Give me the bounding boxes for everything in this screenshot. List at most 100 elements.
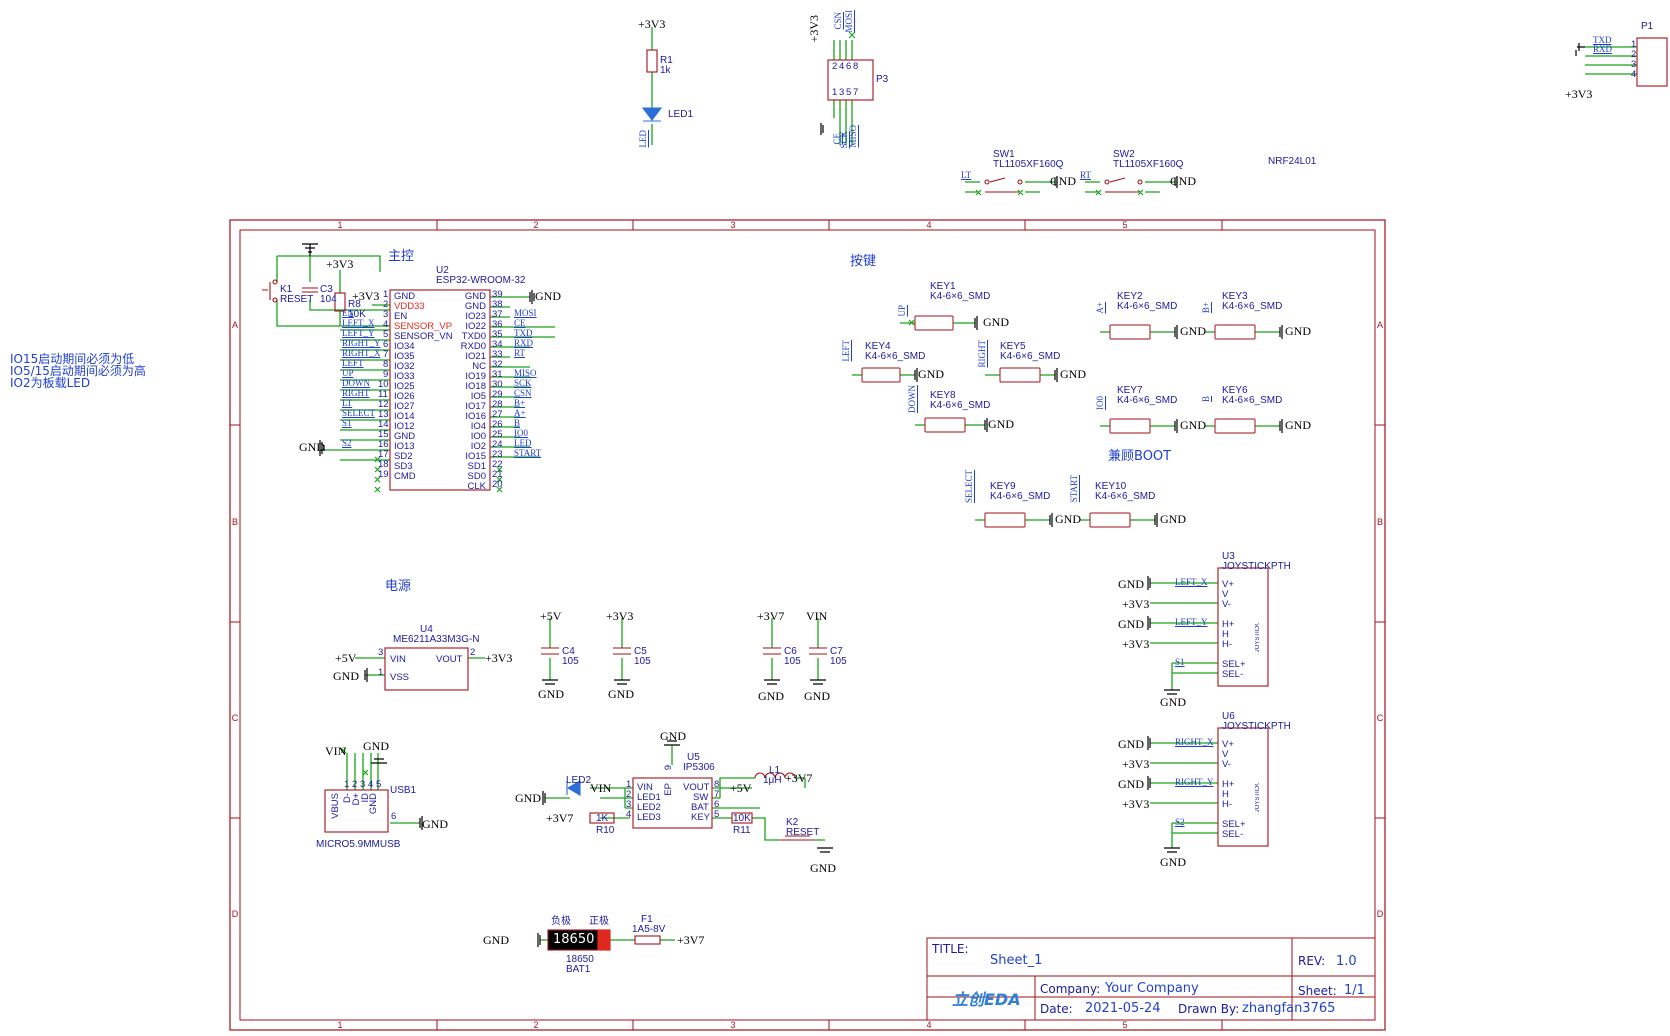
u2-pin-name: IO4: [470, 421, 486, 432]
c4-body: [541, 647, 559, 655]
u2-pin-number: 2: [383, 299, 389, 310]
key-part: K4-6×6_SMD: [1117, 395, 1178, 406]
c6-ref: C6: [784, 646, 797, 657]
usb1-pin: 5: [376, 779, 382, 790]
c4-ref: C4: [562, 646, 575, 657]
usb1-pin: 3: [360, 779, 366, 790]
joystick-pin-name: SEL+: [1222, 819, 1246, 830]
key-ref: KEY10: [1095, 481, 1127, 492]
u3-body: [1217, 567, 1269, 687]
u5-body: [632, 777, 713, 829]
u2-pin-number: 29: [492, 389, 503, 400]
p1-pin: 3: [1631, 59, 1637, 70]
joystick-pin-name: H: [1222, 629, 1229, 640]
power-label: GND: [1285, 418, 1311, 432]
k1-body: [262, 282, 271, 300]
u2-net-label: EN: [342, 308, 354, 318]
power-label: +3V3: [1122, 637, 1150, 651]
u2-pin-name: IO18: [465, 381, 486, 392]
u5-pin: 7: [714, 789, 720, 800]
power-label: GND: [608, 687, 634, 701]
key-net-label: SELECT: [964, 470, 974, 503]
sw1-ref: SW1: [993, 149, 1015, 160]
c3-body: [302, 287, 318, 293]
c7-ref: C7: [830, 646, 843, 657]
u2-pin-number: 20: [492, 479, 503, 490]
u2-pin-name: IO13: [394, 441, 415, 452]
u2-ref: U2: [436, 265, 449, 276]
p3-net: MISO: [848, 125, 858, 148]
power-label: +5V: [540, 609, 562, 623]
key-net-label: RIGHT: [977, 340, 987, 368]
joystick-pin-name: H-: [1222, 639, 1233, 650]
usb1-pin: 2: [352, 779, 358, 790]
bat1-neg-label: 负极: [551, 916, 571, 927]
key-net-label: B: [1201, 396, 1211, 403]
usb1-pin-name: VBUS: [330, 793, 341, 819]
u2-body: [389, 289, 491, 491]
u2-pin-number: 10: [378, 379, 389, 390]
frame-row-label: A: [232, 320, 238, 330]
u2-pin-name: CMD: [394, 471, 416, 482]
bat1-pos-label: 正极: [589, 916, 609, 927]
p1-ref: P1: [1641, 21, 1654, 32]
usb1-pin: 4: [368, 779, 374, 790]
power-label: VIN: [806, 609, 828, 623]
u2-net-label: B+: [514, 398, 526, 408]
l1-ref: L1: [769, 765, 781, 776]
u2-net-label: S1: [342, 418, 352, 428]
led1-net: LED: [638, 130, 648, 148]
section-title-boot: 兼顾BOOT: [1108, 449, 1172, 464]
c5-body: [613, 647, 631, 655]
p3-pin: 4: [839, 61, 845, 72]
sw2-ref: SW2: [1113, 149, 1135, 160]
u5-pin: 3: [626, 799, 632, 810]
usb1-pin-name: GND: [368, 793, 379, 815]
joystick-net-label: S1: [1175, 657, 1185, 667]
frame-row-label: D: [232, 909, 239, 919]
u4-ref: U4: [420, 624, 433, 635]
frame-col-label: 5: [1122, 1020, 1127, 1030]
u2-net-label: LEFT: [342, 358, 364, 368]
k2-ref: K2: [786, 817, 799, 828]
date-value: 2021-05-24: [1085, 1001, 1161, 1016]
key-ref: KEY3: [1222, 291, 1248, 302]
p3-pin: 3: [839, 87, 845, 98]
key-part: K4-6×6_SMD: [1117, 301, 1178, 312]
joystick-pin-name: V+: [1222, 739, 1234, 750]
u2-pin-number: 38: [492, 299, 503, 310]
power-label: +3V3: [1122, 597, 1150, 611]
u2-pin-name: IO2: [470, 441, 486, 452]
usb1-ref: USB1: [390, 785, 417, 796]
u2-net-label: CE: [514, 318, 526, 328]
u2-net-label: LED: [514, 438, 532, 448]
joystick-value: JOYSTICKPTH: [1222, 721, 1291, 732]
power-label: GND: [535, 289, 561, 303]
power-label: GND: [299, 440, 325, 454]
power-label: VIN: [325, 744, 347, 758]
u2-pin-number: 33: [492, 349, 503, 360]
u2-pin-number: 37: [492, 309, 503, 320]
key-part: K4-6×6_SMD: [930, 291, 991, 302]
u2-pin-name: CLK: [467, 481, 486, 492]
key-net-label: DOWN: [907, 385, 917, 413]
u2-pin-number: 3: [383, 309, 389, 320]
power-label: GND: [758, 689, 784, 703]
u2-pin-number: 25: [492, 429, 503, 440]
title-value: Sheet_1: [990, 953, 1043, 968]
u2-pin-name: GND: [394, 291, 416, 302]
l1-body: [754, 772, 796, 779]
u2-pin-name: IO12: [394, 421, 415, 432]
power-label: GND: [1180, 324, 1206, 338]
power-label: GND: [1160, 512, 1186, 526]
power-label: VIN: [590, 781, 612, 795]
u2-pin-number: 6: [383, 339, 389, 350]
p3-pin: 2: [832, 61, 838, 72]
p1-pin: 2: [1631, 49, 1637, 60]
power-label: GND: [804, 689, 830, 703]
key-part: K4-6×6_SMD: [1222, 301, 1283, 312]
u2-pin-name: IO15: [465, 451, 486, 462]
usb1-value: MICRO5.9MMUSB: [316, 839, 401, 850]
r1-body: [646, 49, 658, 73]
u2-pin-name: IO27: [394, 401, 415, 412]
